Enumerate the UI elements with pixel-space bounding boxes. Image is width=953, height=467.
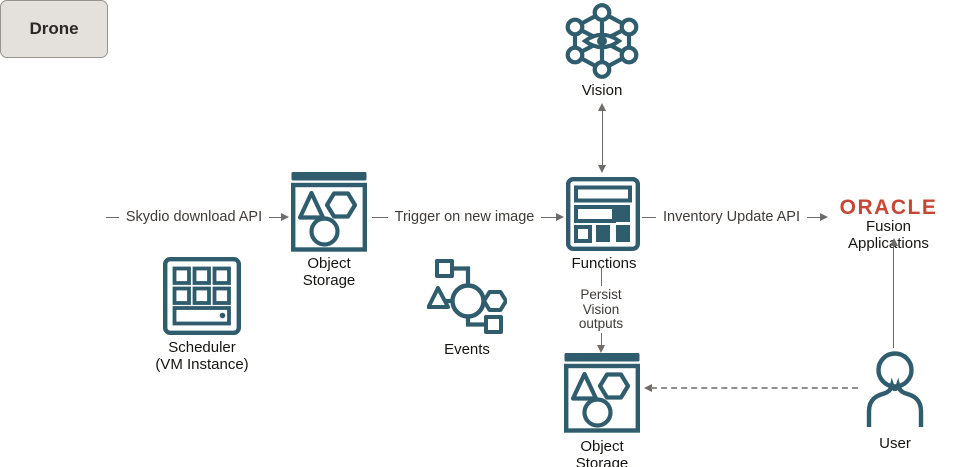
connector-line bbox=[269, 216, 283, 218]
connector-line bbox=[807, 216, 821, 218]
arrow-down-icon bbox=[598, 165, 606, 173]
events-label: Events bbox=[444, 341, 490, 358]
drone-node: Drone bbox=[0, 0, 108, 58]
arrow-left-icon bbox=[644, 383, 652, 392]
persist-connector-label: Persist Vision outputs bbox=[578, 287, 624, 331]
connector-line bbox=[372, 216, 388, 218]
arrow-up-icon bbox=[889, 238, 898, 246]
vision-label: Vision bbox=[581, 82, 623, 99]
oracle-logo: ORACLE bbox=[839, 196, 938, 219]
object-storage-icon bbox=[564, 353, 640, 433]
vision-functions-line bbox=[601, 109, 603, 166]
inventory-connector: Inventory Update API bbox=[642, 207, 828, 227]
skydio-connector: Skydio download API bbox=[106, 207, 290, 227]
functions-icon bbox=[566, 177, 640, 251]
object-storage-out-label: Object Storage bbox=[575, 438, 629, 467]
connector-line bbox=[541, 216, 558, 218]
arrow-right-icon bbox=[281, 213, 290, 221]
persist-line bbox=[600, 267, 602, 286]
connector-line bbox=[106, 216, 119, 218]
user-oracle-line bbox=[893, 244, 895, 348]
vision-icon bbox=[565, 3, 639, 79]
user-label: User bbox=[879, 435, 911, 452]
connector-line bbox=[642, 216, 656, 218]
trigger-connector: Trigger on new image bbox=[372, 207, 565, 227]
object-storage-in-label: Object Storage bbox=[302, 255, 356, 289]
persist-line bbox=[600, 333, 602, 345]
arrow-right-icon bbox=[820, 213, 828, 221]
user-icon bbox=[866, 351, 924, 427]
arrow-right-icon bbox=[556, 213, 565, 221]
user-object-storage-dashed-line bbox=[651, 387, 858, 389]
arrow-up-icon bbox=[598, 103, 606, 111]
functions-label: Functions bbox=[571, 255, 637, 272]
oracle-product-label: Fusion Applications bbox=[848, 218, 929, 252]
drone-label: Drone bbox=[29, 19, 79, 38]
inventory-connector-label: Inventory Update API bbox=[662, 209, 801, 225]
trigger-connector-label: Trigger on new image bbox=[394, 209, 535, 225]
skydio-connector-label: Skydio download API bbox=[125, 209, 263, 225]
events-icon bbox=[427, 259, 507, 334]
scheduler-label: Scheduler (VM Instance) bbox=[155, 339, 249, 373]
object-storage-icon bbox=[291, 172, 367, 252]
arrow-down-icon bbox=[596, 345, 605, 353]
scheduler-icon bbox=[163, 257, 241, 335]
oracle-fusion-node: ORACLE Fusion Applications bbox=[824, 197, 953, 252]
